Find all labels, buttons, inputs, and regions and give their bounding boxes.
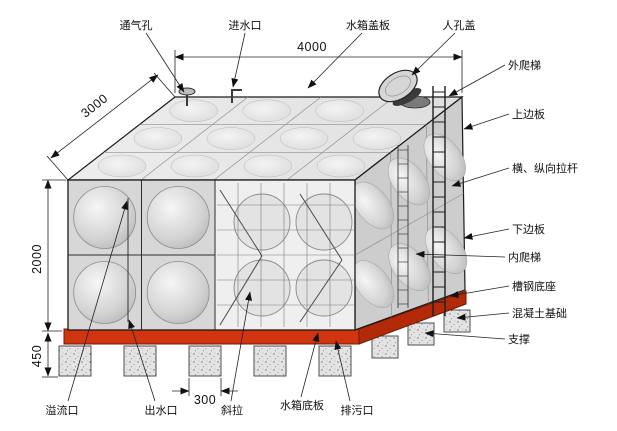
callout-manhole-cover-label: 人孔盖 bbox=[443, 18, 476, 32]
callout-tank-bottom-plate-label: 水箱底板 bbox=[280, 398, 324, 412]
callout-lower-side-plate-label: 下边板 bbox=[512, 222, 545, 236]
callout-labels-top: 通气孔 进水口 水箱盖板 人孔盖 bbox=[120, 18, 476, 32]
callout-channel-steel-base-label: 槽钢底座 bbox=[512, 279, 556, 293]
dimension-length-4000 bbox=[174, 50, 463, 93]
callout-labels-bottom: 溢流口 出水口 斜拉 水箱底板 排污口 bbox=[46, 398, 374, 417]
callout-concrete-foundation-label: 混凝土基础 bbox=[512, 306, 567, 320]
channel-steel-base bbox=[63, 290, 467, 345]
callout-tie-rods-label: 横、纵向拉杆 bbox=[512, 161, 578, 175]
dimension-depth-3000 bbox=[46, 72, 176, 181]
callout-upper-side-plate-label: 上边板 bbox=[512, 107, 545, 121]
callout-outlet-label: 出水口 bbox=[145, 403, 178, 417]
leader-vent bbox=[145, 32, 185, 93]
leader-drain bbox=[334, 340, 351, 402]
leader-concrete-foundation bbox=[456, 312, 510, 321]
interior-back-wall-domes bbox=[233, 193, 353, 317]
dimension-foundation-width-label: 300 bbox=[194, 393, 216, 407]
leader-overflow bbox=[67, 200, 128, 402]
leader-outlet bbox=[128, 319, 156, 402]
leader-internal-ladder bbox=[415, 250, 506, 258]
top-panel-seams bbox=[103, 96, 427, 181]
tank-front-face bbox=[67, 179, 356, 331]
dimension-length-label: 4000 bbox=[297, 40, 327, 54]
concrete-foundation-piers bbox=[58, 309, 471, 377]
leader-channel-steel-base bbox=[449, 285, 510, 299]
tank-cutaway-interior bbox=[214, 180, 355, 330]
dimension-foundation-width-300 bbox=[172, 378, 238, 396]
front-face-outline bbox=[67, 179, 356, 331]
inlet-fitting bbox=[231, 89, 242, 103]
leader-manhole-cover bbox=[411, 32, 456, 76]
leader-tie-rods bbox=[451, 167, 510, 187]
callout-labels-right: 外爬梯 上边板 横、纵向拉杆 下边板 内爬梯 槽钢底座 混凝土基础 支撑 bbox=[508, 59, 578, 346]
top-dome-panels bbox=[97, 99, 402, 178]
callout-vent-label: 通气孔 bbox=[120, 18, 153, 32]
front-dome-panels bbox=[73, 186, 210, 324]
callout-diagonal-brace-label: 斜拉 bbox=[221, 403, 243, 417]
leader-inlet bbox=[231, 32, 246, 88]
manhole bbox=[378, 69, 431, 109]
leader-lower-side-plate bbox=[463, 228, 510, 240]
leader-upper-side-plate bbox=[463, 113, 510, 130]
dimension-foundation-height-450 bbox=[42, 332, 58, 378]
leader-cover-plate bbox=[307, 32, 363, 89]
callout-cover-plate-label: 水箱盖板 bbox=[346, 18, 390, 32]
dimension-height-2000 bbox=[42, 179, 66, 332]
callout-support-label: 支撑 bbox=[508, 332, 530, 346]
diagonal-braces bbox=[219, 189, 343, 326]
leader-diagonal-brace bbox=[230, 291, 252, 402]
dimension-foundation-height-label: 450 bbox=[30, 345, 44, 367]
callout-inlet-label: 进水口 bbox=[229, 19, 262, 32]
leader-support bbox=[424, 330, 506, 340]
callout-overflow-label: 溢流口 bbox=[46, 403, 79, 417]
internal-ladder bbox=[397, 145, 409, 308]
callout-drain-label: 排污口 bbox=[341, 403, 374, 417]
external-ladder bbox=[432, 86, 446, 316]
dimension-height-label: 2000 bbox=[30, 244, 44, 274]
callout-internal-ladder-label: 内爬梯 bbox=[508, 250, 541, 264]
leader-tank-bottom-plate bbox=[300, 332, 320, 398]
leader-lines bbox=[67, 32, 510, 402]
leader-external-ladder bbox=[448, 64, 506, 97]
callout-external-ladder-label: 外爬梯 bbox=[508, 59, 541, 72]
